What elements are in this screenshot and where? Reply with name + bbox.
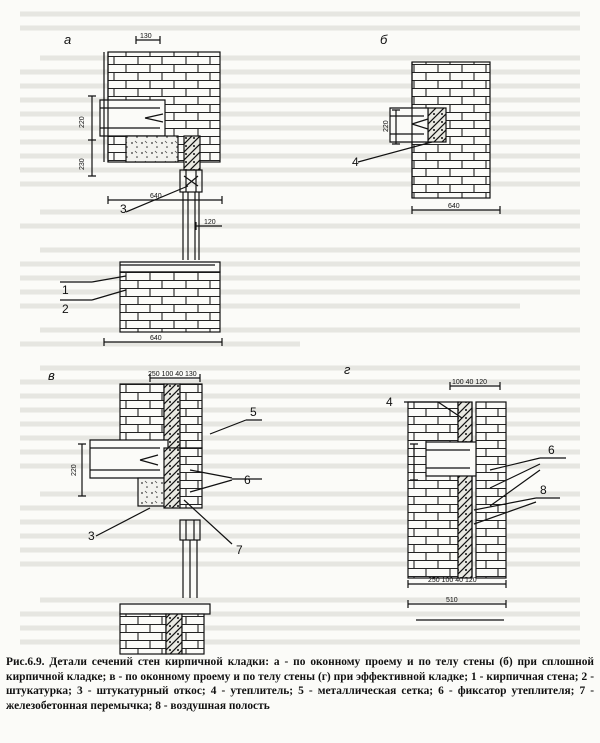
wall-section-figure: а 130 220 230 640 120 640 <box>20 11 580 655</box>
panel-a: а 130 220 230 640 120 640 <box>60 32 223 346</box>
dim-a-gap: 120 <box>204 219 216 226</box>
panel-g: г 100 40 120 4 6 8 250 100 40 120 510 <box>344 362 566 621</box>
dim-b-side: 220 <box>383 120 390 132</box>
callout-g-4: 4 <box>386 395 393 409</box>
dim-v-side: 220 <box>71 464 78 476</box>
dim-a-side-upper: 220 <box>79 116 86 128</box>
callout-v-7: 7 <box>236 543 243 557</box>
dim-g-bottom: 250 100 40 120 <box>428 577 477 584</box>
background-text-lines <box>20 11 580 645</box>
panel-label-b: б <box>380 32 388 47</box>
callout-a-2: 2 <box>62 302 69 316</box>
dim-g-width: 510 <box>446 597 458 604</box>
callout-v-3: 3 <box>88 529 95 543</box>
panel-v: в 250 100 40 130 220 5 6 3 7 <box>48 368 262 655</box>
figure-caption: Рис.6.9. Детали сечений стен кирпичной к… <box>6 655 594 713</box>
callout-v-6: 6 <box>244 473 251 487</box>
panel-b: б 220 4 640 <box>352 32 501 214</box>
dim-b-width: 640 <box>448 203 460 210</box>
callout-b-4: 4 <box>352 155 359 169</box>
dim-a-bottom-width: 640 <box>150 335 162 342</box>
caption-title: Рис.6.9. Детали сечений стен кирпичной к… <box>6 656 270 668</box>
callout-g-6: 6 <box>548 443 555 457</box>
dim-v-top: 250 100 40 130 <box>148 371 197 378</box>
dim-a-width: 640 <box>150 193 162 200</box>
callout-a-3: 3 <box>120 202 127 216</box>
panel-label-a: а <box>64 32 71 47</box>
callout-g-8: 8 <box>540 483 547 497</box>
panel-label-v: в <box>48 368 55 383</box>
panel-label-g: г <box>344 362 351 377</box>
caption-text: а - по оконному проему и по телу стены (… <box>6 656 594 712</box>
callout-v-5: 5 <box>250 405 257 419</box>
callout-a-1: 1 <box>62 283 69 297</box>
dim-a-top: 130 <box>140 33 152 40</box>
dim-g-top: 100 40 120 <box>452 379 487 386</box>
dim-a-side-lower: 230 <box>79 158 86 170</box>
